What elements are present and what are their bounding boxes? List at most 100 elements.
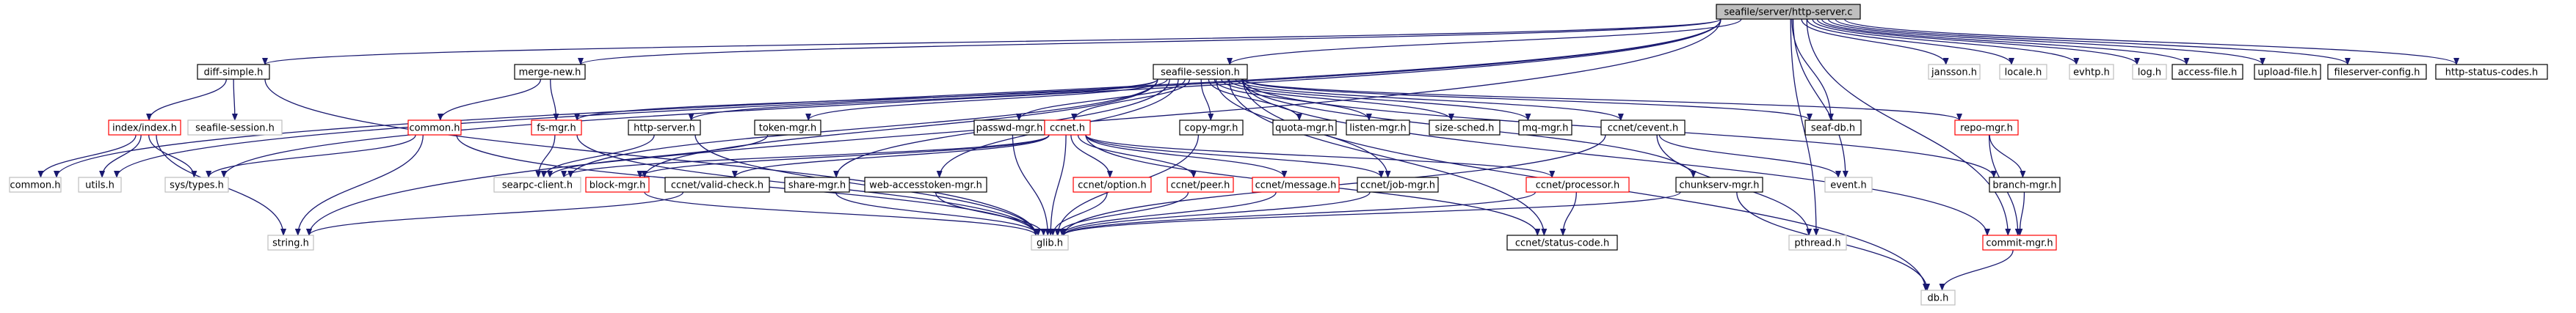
node-label: share-mgr.h	[788, 180, 846, 191]
node-label: size-sched.h	[1435, 123, 1495, 134]
node-size-sched-h[interactable]: size-sched.h	[1429, 119, 1501, 136]
node-label: block-mgr.h	[589, 180, 646, 191]
node-ccnet-option-h[interactable]: ccnet/option.h	[1073, 177, 1152, 193]
node-branch-mgr-h[interactable]: branch-mgr.h	[1989, 177, 2061, 193]
node-index-index-h[interactable]: index/index.h	[108, 119, 181, 136]
node-diff-simple-h[interactable]: diff-simple.h	[197, 64, 270, 80]
node-box	[1272, 119, 1337, 136]
node-seafile-server-http-server-c[interactable]: seafile/server/http-server.c	[1716, 4, 1861, 20]
edge-job-mgr-to-glib-h	[1061, 191, 1371, 236]
edge-merge-new-to-fs-mgr	[550, 78, 559, 121]
node-web-accesstoken-mgr-h[interactable]: web-accesstoken-mgr.h	[864, 177, 987, 193]
node-box	[1518, 119, 1572, 136]
node-label: token-mgr.h	[759, 123, 816, 134]
edge-index-h-to-utils	[99, 134, 142, 178]
node-chunkserv-mgr-h[interactable]: chunkserv-mgr.h	[1675, 177, 1763, 193]
node-label: seaf-db.h	[1811, 123, 1855, 134]
node-box	[1716, 4, 1861, 20]
node-access-file-h[interactable]: access-file.h	[2172, 64, 2243, 80]
node-label: ccnet/job-mgr.h	[1360, 180, 1435, 191]
node-box	[1982, 235, 2057, 251]
node-label: event.h	[1830, 180, 1866, 191]
edge-branch-mgr-to-commit-mgr	[2017, 191, 2025, 236]
node-box	[2172, 64, 2243, 80]
node-label: branch-mgr.h	[1992, 180, 2056, 191]
node-mq-mgr-h[interactable]: mq-mgr.h	[1518, 119, 1572, 136]
node-common-h: common.h	[9, 177, 62, 193]
node-block-mgr-h[interactable]: block-mgr.h	[585, 177, 650, 193]
node-label: common.h	[10, 180, 61, 191]
edge-repo-mgr-to-branch-mgr	[1989, 134, 2026, 178]
node-commit-mgr-h[interactable]: commit-mgr.h	[1982, 235, 2057, 251]
node-db-h: db.h	[1920, 290, 1956, 306]
node-box	[1928, 64, 1981, 80]
node-label: passwd-mgr.h	[976, 123, 1043, 134]
node-merge-new-h[interactable]: merge-new.h	[514, 64, 586, 80]
node-share-mgr-h[interactable]: share-mgr.h	[784, 177, 850, 193]
node-seafile-session-h: seafile-session.h	[187, 119, 283, 136]
node-box	[628, 119, 701, 136]
node-box	[1429, 119, 1501, 136]
node-label: db.h	[1928, 293, 1949, 304]
node-searpc-client-h: searpc-client.h	[493, 177, 581, 193]
node-ccnet-status-code-h[interactable]: ccnet/status-code.h	[1506, 235, 1618, 251]
node-label: http-status-codes.h	[2445, 67, 2539, 78]
node-seafile-session-h[interactable]: seafile-session.h	[1153, 64, 1248, 80]
node-quota-mgr-h[interactable]: quota-mgr.h	[1272, 119, 1337, 136]
node-label: commit-mgr.h	[1986, 238, 2053, 249]
node-box	[407, 119, 462, 136]
node-string-h: string.h	[267, 235, 314, 251]
edge-diff-simple-to-seafile-session-ext	[231, 78, 238, 121]
node-ccnet-cevent-h[interactable]: ccnet/cevent.h	[1600, 119, 1686, 136]
node-ccnet-h[interactable]: ccnet.h	[1044, 119, 1091, 136]
node-label: searpc-client.h	[502, 180, 573, 191]
node-box	[1824, 177, 1873, 193]
edge-root-to-http-status-codes	[1843, 18, 2459, 65]
node-http-status-codes-h[interactable]: http-status-codes.h	[2435, 64, 2548, 80]
node-box	[1525, 177, 1630, 193]
node-ccnet-job-mgr-h[interactable]: ccnet/job-mgr.h	[1357, 177, 1439, 193]
edge-diff-simple-to-index-h	[146, 78, 227, 121]
node-fs-mgr-h[interactable]: fs-mgr.h	[531, 119, 582, 136]
node-label: pthread.h	[1794, 238, 1840, 249]
node-listen-mgr-h[interactable]: listen-mgr.h	[1346, 119, 1410, 136]
edge-index-h-to-common-ext	[37, 134, 137, 178]
node-upload-file-h[interactable]: upload-file.h	[2254, 64, 2321, 80]
node-label: ccnet/status-code.h	[1515, 238, 1609, 249]
node-ccnet-valid-check-h[interactable]: ccnet/valid-check.h	[664, 177, 770, 193]
edge-ccnet-h-to-ccnet-message	[1085, 134, 1288, 178]
node-ccnet-message-h[interactable]: ccnet/message.h	[1252, 177, 1340, 193]
node-copy-mgr-h[interactable]: copy-mgr.h	[1179, 119, 1244, 136]
node-label: seafile-session.h	[195, 123, 275, 134]
node-utils-h: utils.h	[78, 177, 122, 193]
node-box	[2435, 64, 2548, 80]
node-label: evhtp.h	[2073, 67, 2110, 78]
node-token-mgr-h[interactable]: token-mgr.h	[754, 119, 821, 136]
node-label: jansson.h	[1931, 67, 1977, 78]
edge-web-accesstoken-mgr-to-glib-h	[935, 191, 1047, 236]
node-label: listen-mgr.h	[1349, 123, 1406, 134]
node-label: ccnet/valid-check.h	[671, 180, 763, 191]
edge-ccnet-message-to-glib-h	[1059, 191, 1277, 236]
node-ccnet-peer-h[interactable]: ccnet/peer.h	[1167, 177, 1234, 193]
node-passwd-mgr-h[interactable]: passwd-mgr.h	[973, 119, 1045, 136]
node-seaf-db-h[interactable]: seaf-db.h	[1804, 119, 1862, 136]
node-common-h[interactable]: common.h	[407, 119, 462, 136]
edge-seafile-session-to-cevent	[1235, 78, 1624, 121]
node-box	[514, 64, 586, 80]
node-box	[1954, 119, 2019, 136]
edge-ccnet-h-to-job-mgr	[1085, 134, 1385, 178]
node-ccnet-processor-h[interactable]: ccnet/processor.h	[1525, 177, 1630, 193]
node-http-server-h[interactable]: http-server.h	[628, 119, 701, 136]
node-label: ccnet/peer.h	[1171, 180, 1230, 191]
node-pthread-h: pthread.h	[1788, 235, 1847, 251]
node-box	[9, 177, 62, 193]
node-label: seafile/server/http-server.c	[1724, 7, 1852, 18]
node-fileserver-config-h[interactable]: fileserver-config.h	[2327, 64, 2427, 80]
edge-block-mgr-to-glib-h	[644, 191, 1039, 236]
node-box	[754, 119, 821, 136]
edge-chunkserv-mgr-to-glib-h	[1061, 191, 1681, 236]
node-repo-mgr-h[interactable]: repo-mgr.h	[1954, 119, 2019, 136]
node-box	[108, 119, 181, 136]
node-box	[1346, 119, 1410, 136]
